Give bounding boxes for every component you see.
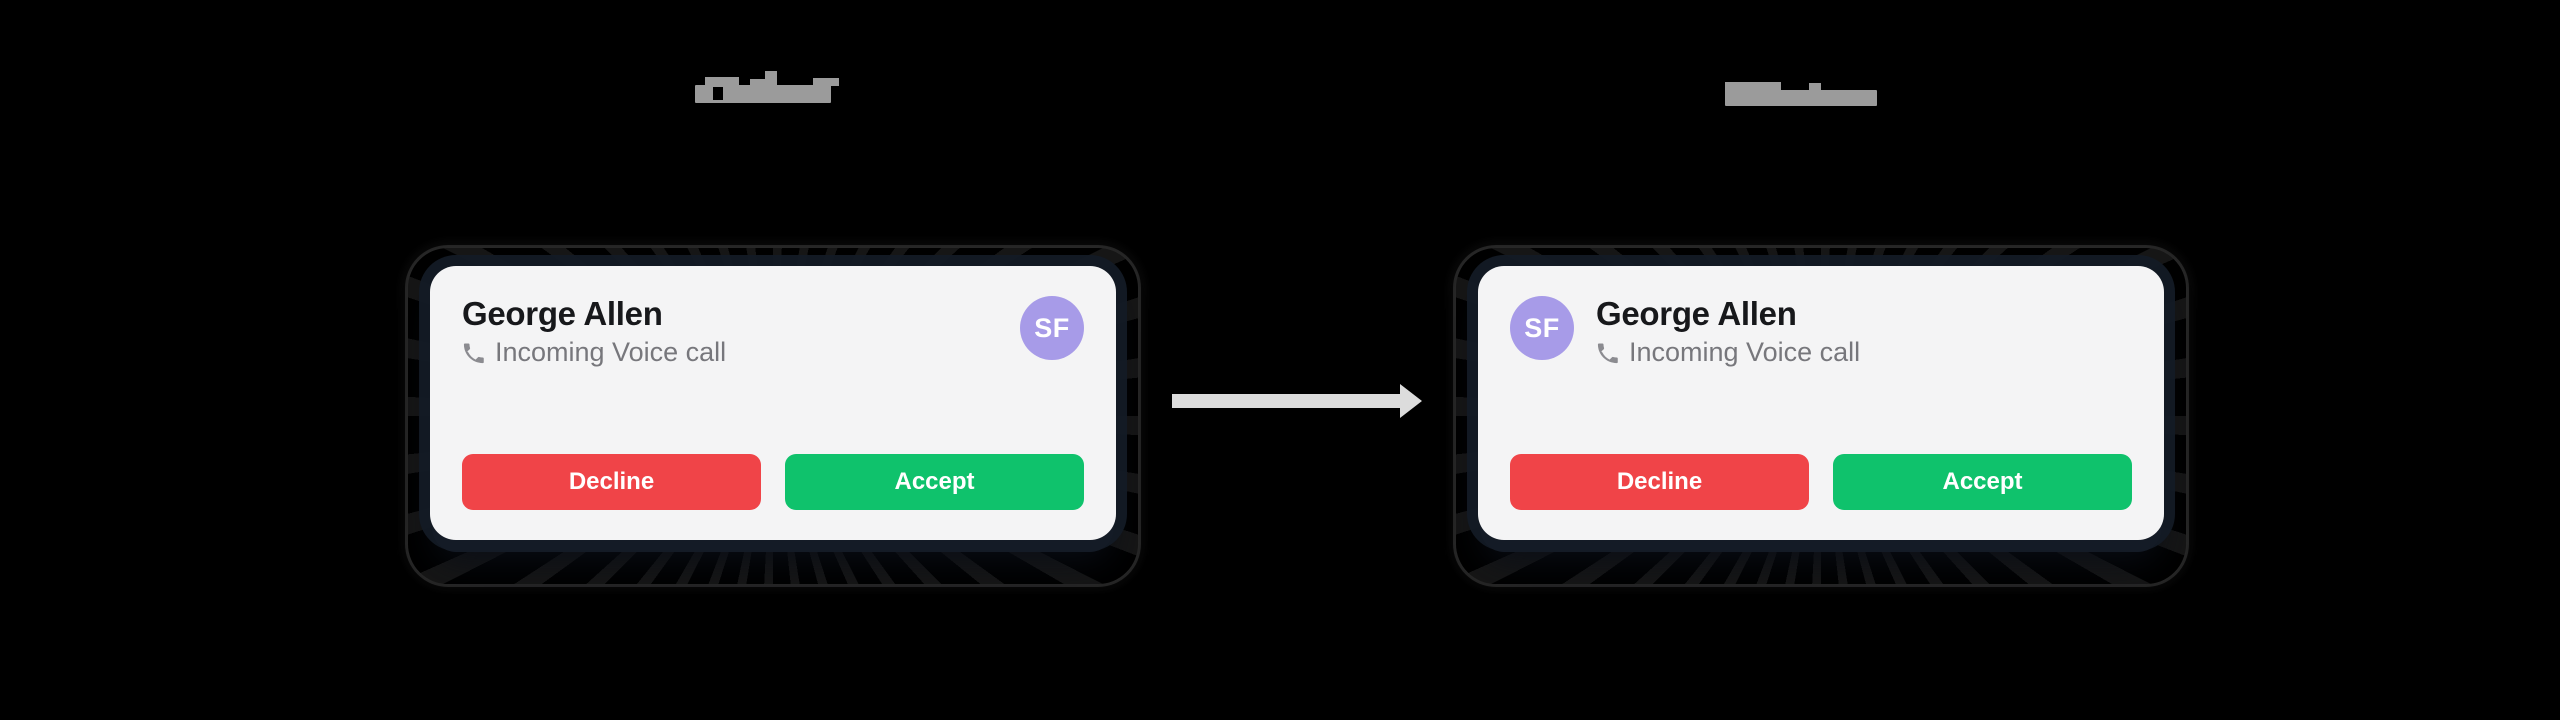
arrow-head bbox=[1400, 384, 1422, 418]
redaction-block bbox=[813, 78, 839, 86]
caller-info: George Allen Incoming Voice call bbox=[1596, 294, 1860, 368]
card-actions: Decline Accept bbox=[462, 454, 1084, 510]
call-status-text: Incoming Voice call bbox=[1629, 337, 1861, 368]
redaction-block bbox=[1809, 83, 1821, 91]
card-header: SF George Allen Incoming Voice call bbox=[1510, 294, 2132, 368]
accept-button[interactable]: Accept bbox=[785, 454, 1084, 510]
before-label-redacted bbox=[695, 71, 839, 103]
arrow-right-icon bbox=[1172, 384, 1422, 418]
before-card-container: George Allen Incoming Voice call SF Decl… bbox=[408, 248, 1138, 584]
decline-button[interactable]: Decline bbox=[1510, 454, 1809, 510]
avatar[interactable]: SF bbox=[1020, 296, 1084, 360]
redaction-gap bbox=[713, 87, 723, 100]
accept-button[interactable]: Accept bbox=[1833, 454, 2132, 510]
avatar[interactable]: SF bbox=[1510, 296, 1574, 360]
caller-name: George Allen bbox=[462, 295, 663, 332]
card-actions: Decline Accept bbox=[1510, 454, 2132, 510]
decline-button[interactable]: Decline bbox=[462, 454, 761, 510]
caller-name: George Allen bbox=[1596, 295, 1797, 332]
arrow-shaft bbox=[1172, 394, 1400, 408]
after-card-container: SF George Allen Incoming Voice call Decl… bbox=[1456, 248, 2186, 584]
phone-icon bbox=[1596, 342, 1619, 365]
phone-icon bbox=[462, 342, 485, 365]
call-status: Incoming Voice call bbox=[1596, 338, 1860, 368]
redaction-block bbox=[1725, 82, 1781, 91]
card-header: George Allen Incoming Voice call SF bbox=[462, 294, 1084, 368]
after-label-redacted bbox=[1725, 82, 1877, 106]
incoming-call-card-before[interactable]: George Allen Incoming Voice call SF Decl… bbox=[430, 266, 1116, 540]
call-status-text: Incoming Voice call bbox=[495, 337, 727, 368]
redaction-block bbox=[765, 71, 777, 86]
call-status: Incoming Voice call bbox=[462, 338, 726, 368]
incoming-call-card-after[interactable]: SF George Allen Incoming Voice call Decl… bbox=[1478, 266, 2164, 540]
redaction-block bbox=[750, 79, 766, 86]
redaction-block bbox=[705, 77, 739, 86]
caller-info: George Allen Incoming Voice call bbox=[462, 294, 726, 368]
